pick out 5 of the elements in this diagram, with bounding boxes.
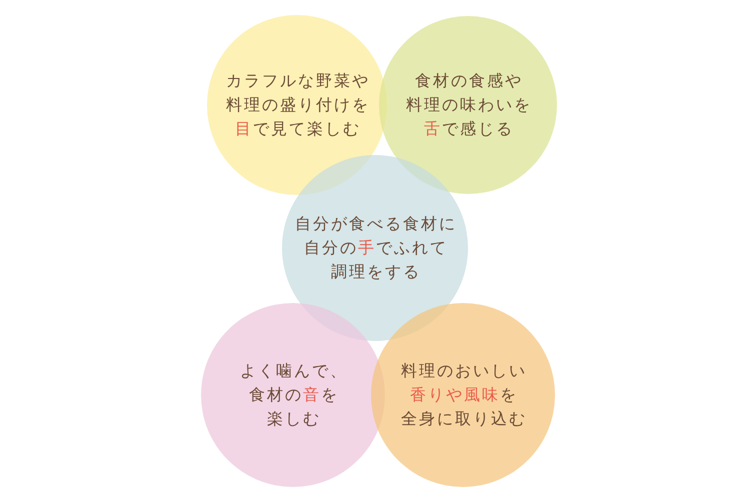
circle-text: 料理のおいしい香りや風味を全身に取り込む (400, 360, 527, 430)
circle-text: カラフルな野菜や料理の盛り付けを目で見て楽しむ (225, 70, 370, 140)
circle-text: 自分が食べる食材に自分の手でふれて調理をする (294, 213, 457, 283)
circle-text: 食材の食感や料理の味わいを舌で感じる (405, 70, 532, 140)
circle-text: よく噛んで、食材の音を楽しむ (239, 360, 348, 430)
